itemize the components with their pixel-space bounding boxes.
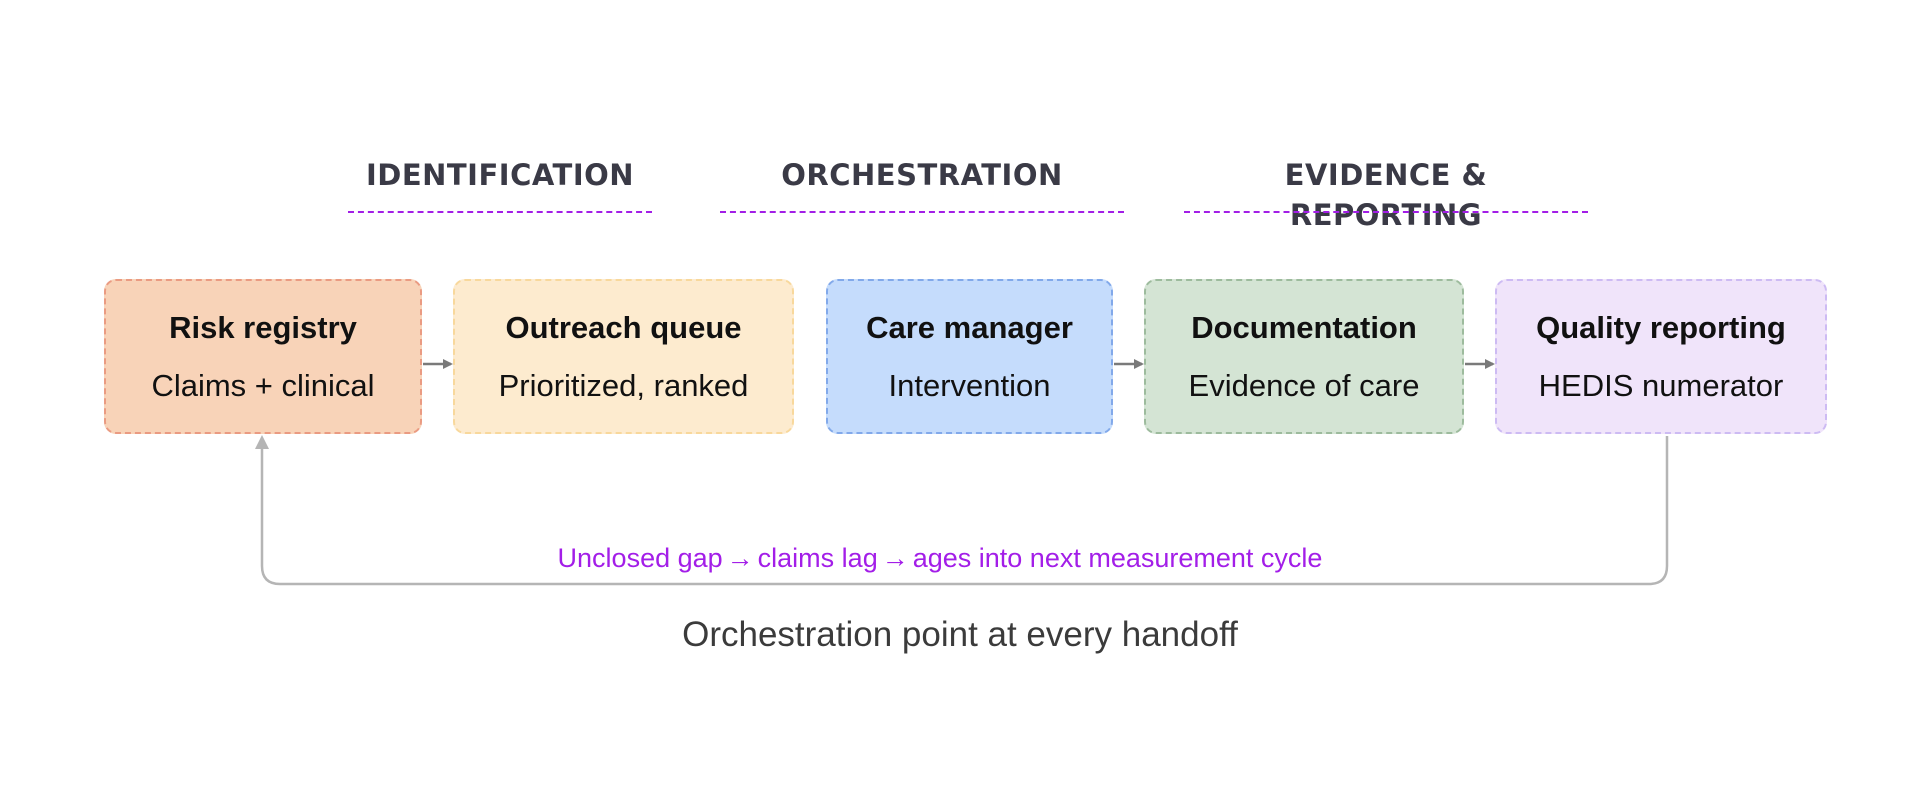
step-care-manager: Care manager Intervention	[826, 279, 1113, 434]
phase-orchestration-label: ORCHESTRATION	[781, 158, 1063, 192]
step-subtitle: Claims + clinical	[151, 367, 375, 403]
step-subtitle: HEDIS numerator	[1538, 367, 1784, 403]
phase-identification: IDENTIFICATION	[348, 155, 652, 215]
step-title: Risk registry	[169, 309, 357, 345]
step-title: Quality reporting	[1536, 309, 1786, 345]
step-title: Outreach queue	[505, 309, 742, 345]
loop-part-unclosed-gap: Unclosed gap	[557, 543, 723, 573]
step-subtitle: Evidence of care	[1188, 367, 1420, 403]
step-outreach-queue: Outreach queue Prioritized, ranked	[453, 279, 794, 434]
phase-evidence-rule	[1184, 211, 1588, 213]
step-title: Documentation	[1191, 309, 1417, 345]
step-risk-registry: Risk registry Claims + clinical	[104, 279, 422, 434]
diagram-caption: Orchestration point at every handoff	[682, 615, 1238, 654]
feedback-loop-arrow	[255, 435, 1669, 586]
phase-evidence-reporting: EVIDENCE & REPORTING	[1184, 155, 1588, 232]
step-subtitle: Intervention	[888, 367, 1051, 403]
loop-part-next-cycle: ages into next measurement cycle	[912, 543, 1323, 573]
phase-identification-rule	[348, 211, 652, 213]
phase-orchestration: ORCHESTRATION	[720, 155, 1124, 215]
phase-orchestration-rule	[720, 211, 1124, 213]
loop-part-claims-lag: claims lag	[757, 543, 878, 573]
right-arrow-icon: →	[726, 543, 754, 573]
feedback-loop-label: Unclosed gap→claims lag→ages into next m…	[500, 538, 1380, 578]
step-title: Care manager	[866, 309, 1073, 345]
step-subtitle: Prioritized, ranked	[498, 367, 749, 403]
phase-evidence-label: EVIDENCE & REPORTING	[1284, 158, 1488, 232]
right-arrow-icon: →	[881, 543, 909, 573]
step-quality-reporting: Quality reporting HEDIS numerator	[1495, 279, 1827, 434]
step-documentation: Documentation Evidence of care	[1144, 279, 1464, 434]
phase-identification-label: IDENTIFICATION	[365, 158, 635, 192]
